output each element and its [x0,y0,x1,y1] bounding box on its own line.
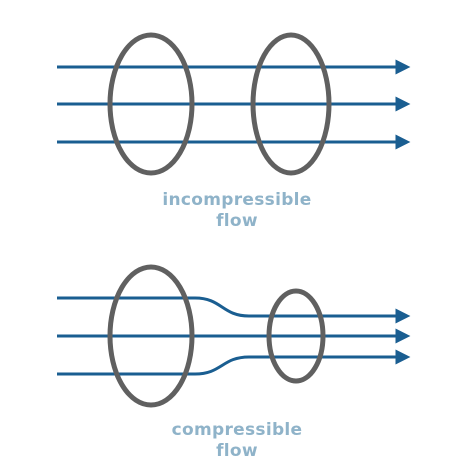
compressible-streamline-bottom [57,349,411,376]
compressible-caption-line1: compressible [171,420,303,440]
incompressible-flow-caption: incompressible flow [0,190,474,232]
compressible-ring-large [107,264,195,408]
incompressible-caption-line1: incompressible [162,190,312,210]
compressible-caption-line2: flow [216,441,258,461]
compressible-flow-caption: compressible flow [0,420,474,462]
compressible-ring-small [266,288,326,384]
incompressible-flow-group [57,32,411,176]
incompressible-ring-left [107,32,195,176]
incompressible-ring-right [250,32,332,176]
compressible-streamline-top [57,296,411,324]
compressible-flow-group [57,264,411,408]
incompressible-caption-line2: flow [216,211,258,231]
